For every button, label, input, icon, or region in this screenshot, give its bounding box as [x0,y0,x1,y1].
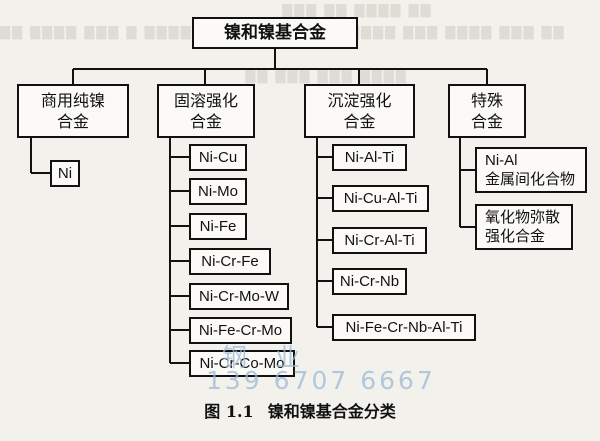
alloy-label-line1: 氧化物弥散 [485,209,561,226]
alloy-label: Ni-Cr-Nb [339,273,400,290]
alloy-label: Ni-Cu-Al-Ti [343,190,418,207]
caption-number: 图 1.1 [204,402,254,421]
alloy-box: Ni-Fe-Cr-Nb-Al-Ti [332,314,476,341]
alloy-box: Ni-Cr-Co-Mo [189,350,295,377]
root-label: 镍和镍基合金 [224,22,326,43]
category-label-line2: 合金 [470,112,503,131]
alloy-label: Ni-Cu [198,149,238,166]
category-solid-solution: 固溶强化 合金 [157,84,255,138]
alloy-label: Ni-Cr-Mo-W [199,288,279,305]
alloy-box: Ni-Fe [189,213,247,240]
category-label-line2: 合金 [343,112,376,131]
category-label-line1: 商用纯镍 [40,91,105,110]
category-label-line1: 固溶强化 [173,91,238,110]
alloy-label: Ni-Mo [198,183,238,200]
category-label-line2: 合金 [189,112,222,131]
caption-title: 镍和镍基合金分类 [267,402,396,421]
category-label-line1: 特殊 [470,91,503,110]
alloy-box: Ni-Cr-Nb [332,268,407,295]
alloy-label: Ni-Cr-Fe [201,253,259,270]
category-commercial-pure: 商用纯镍 合金 [17,84,129,138]
alloy-label: Ni [57,165,73,182]
alloy-label: Ni-Fe [199,218,237,235]
alloy-box: Ni-Fe-Cr-Mo [189,317,292,344]
alloy-box: Ni-Mo [189,178,247,205]
alloy-box: Ni-Cr-Al-Ti [332,227,427,254]
alloy-label: Ni-Cr-Al-Ti [344,232,415,249]
alloy-box-special: Ni-Al 金属间化合物 [475,147,587,193]
alloy-label: Ni-Fe-Cr-Mo [198,322,283,339]
alloy-box: Ni-Cu-Al-Ti [332,185,429,212]
alloy-box: Ni-Cr-Mo-W [189,283,289,310]
alloy-label-line1: Ni-Al [485,152,518,169]
alloy-label-line2: 金属间化合物 [485,171,576,188]
watermark-phone: 139 6707 6667 [206,366,436,395]
alloy-label: Ni-Cr-Co-Mo [199,355,285,372]
figure-caption: 图 1.1 镍和镍基合金分类 [0,398,600,422]
alloy-box: Ni-Al-Ti [332,144,407,171]
category-label-line2: 合金 [56,112,89,131]
alloy-box: Ni-Cu [189,144,247,171]
root-box: 镍和镍基合金 [192,17,358,49]
alloy-box-ni: Ni [50,160,80,187]
alloy-box: Ni-Cr-Fe [189,248,271,275]
category-special: 特殊 合金 [448,84,526,138]
alloy-label: Ni-Al-Ti [344,149,395,166]
category-precipitation: 沉淀强化 合金 [304,84,415,138]
watermark-text: 钢 业 [222,343,310,372]
alloy-box-special: 氧化物弥散 强化合金 [475,204,573,250]
alloy-label: Ni-Fe-Cr-Nb-Al-Ti [345,319,463,336]
category-label-line1: 沉淀强化 [327,91,392,110]
alloy-label-line2: 强化合金 [485,228,546,245]
